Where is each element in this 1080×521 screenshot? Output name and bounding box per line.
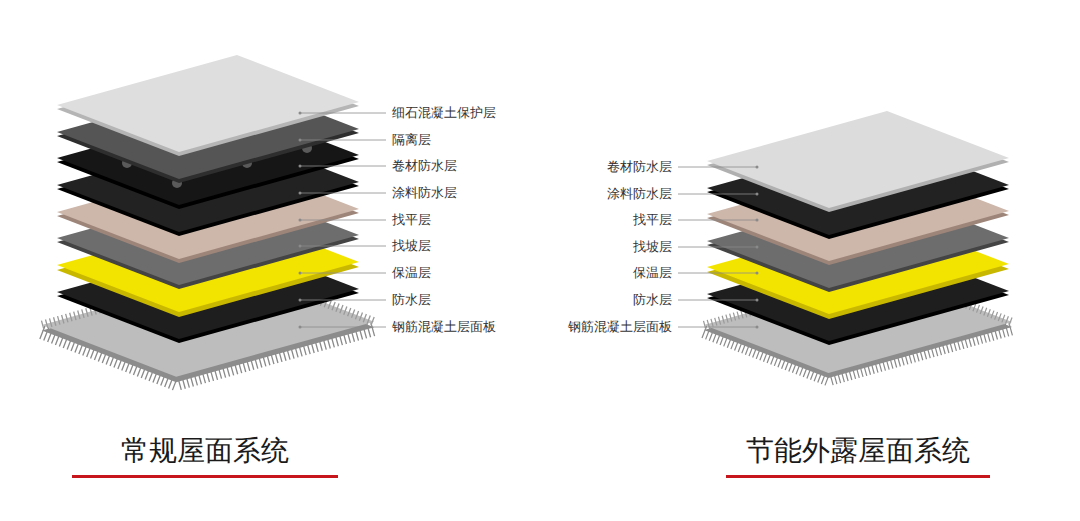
layer-label: 隔离层 <box>392 132 431 148</box>
title-underline <box>726 475 990 478</box>
layer-label: 钢筋混凝土层面板 <box>568 319 672 335</box>
layer-label: 钢筋混凝土层面板 <box>392 319 496 335</box>
layer-label: 防水层 <box>392 292 431 308</box>
layer-label: 卷材防水层 <box>607 159 672 175</box>
layer-label: 涂料防水层 <box>392 185 457 201</box>
system-title: 节能外露屋面系统 <box>746 434 970 468</box>
leader-lines <box>678 166 759 329</box>
layer-label: 找坡层 <box>392 238 431 254</box>
system-title: 常规屋面系统 <box>121 434 289 468</box>
layer-label: 涂料防水层 <box>607 186 672 202</box>
layer-label: 保温层 <box>392 265 431 281</box>
membrane-waterproof-layer <box>707 111 1009 212</box>
layer-label: 保温层 <box>633 265 672 281</box>
leader-lines <box>299 112 387 329</box>
layer-label: 防水层 <box>633 292 672 308</box>
layer-label: 细石混凝土保护层 <box>392 105 496 121</box>
layer-label: 卷材防水层 <box>392 158 457 174</box>
title-underline <box>72 475 338 478</box>
layer-label: 找坡层 <box>633 239 672 255</box>
fine-concrete-protection-layer <box>57 55 359 156</box>
layer-label: 找平层 <box>633 212 672 228</box>
layer-label: 找平层 <box>392 212 431 228</box>
